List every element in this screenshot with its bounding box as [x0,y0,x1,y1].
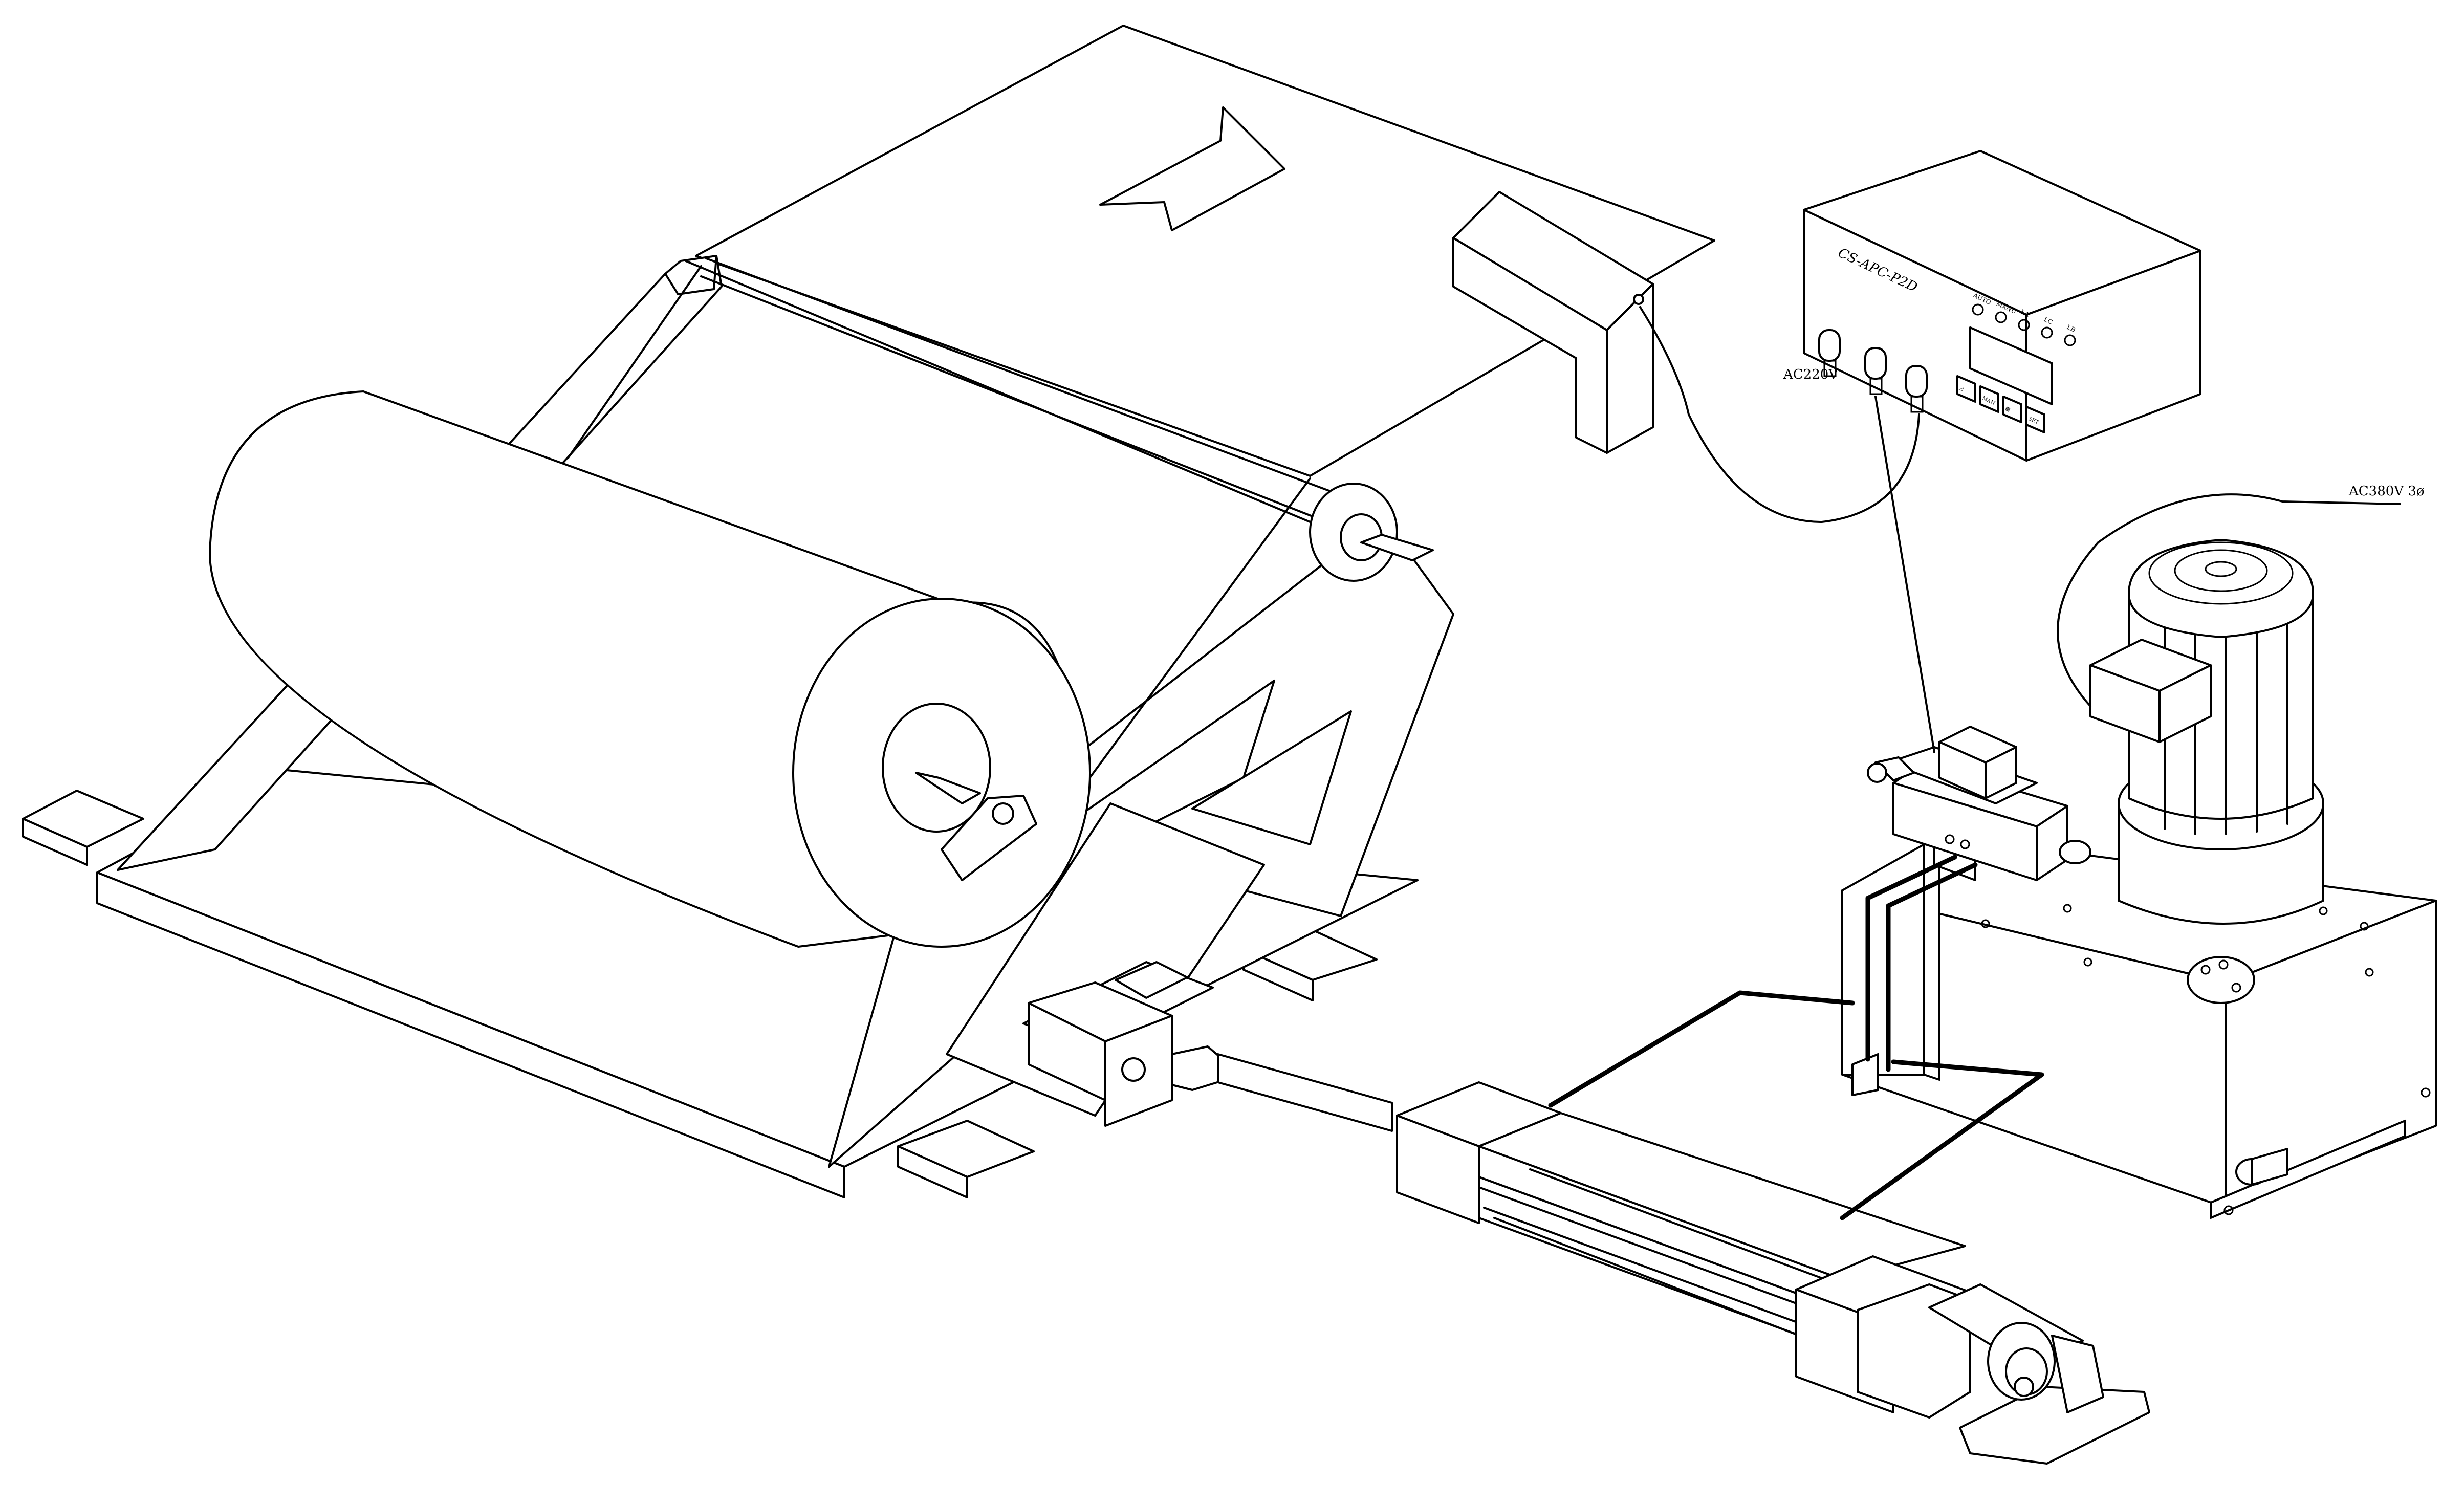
three-phase-power-label: AC380V 3ø [2348,484,2425,499]
controller-button-2[interactable] [1979,385,1999,413]
roller-clamp-front [1360,534,1434,561]
led-manu-icon [1995,311,2007,323]
controller-button-4[interactable] [2025,406,2045,433]
power-connector-icon [1818,329,1841,362]
sensor-cable [1639,306,1920,523]
controller-box: CS-APC-P2D AUTO MANU LA LC LB ◿ MAN ▩ SE… [1783,150,2201,462]
indicator-label-lc: LC [2043,316,2054,326]
valve-connector-icon [1905,365,1928,398]
controller-display [1969,326,2053,405]
slide-plate [946,802,1265,1127]
controller-button-label-1: ◿ [1958,385,1965,392]
single-phase-power-label: AC220V [1783,367,1839,382]
sensor-cable-port-icon [1633,294,1644,305]
edge-sensor [1452,191,1654,454]
web-sheet [695,25,1715,477]
tank-base-flange [2210,1120,2406,1219]
indicator-label-la: LA [2020,308,2031,318]
hydraulic-tank [1548,493,2437,1220]
led-lb-icon [2064,334,2076,346]
controller-button-3[interactable] [2002,396,2022,423]
controller-button-label-3: ▩ [2004,406,2011,413]
sensor-connector-icon [1864,347,1887,380]
hydraulic-cylinder [1217,1053,2150,1465]
led-lc-icon [2041,326,2053,339]
led-la-icon [2018,319,2030,331]
valve-cable [1874,396,1935,753]
indicator-label-lb: LB [2066,323,2077,334]
direction-arrow-icon [1099,106,1285,231]
led-auto-icon [1972,303,1984,316]
controller-button-1[interactable] [1956,375,1976,403]
cables [1639,306,1935,753]
material-roll [209,257,1434,948]
